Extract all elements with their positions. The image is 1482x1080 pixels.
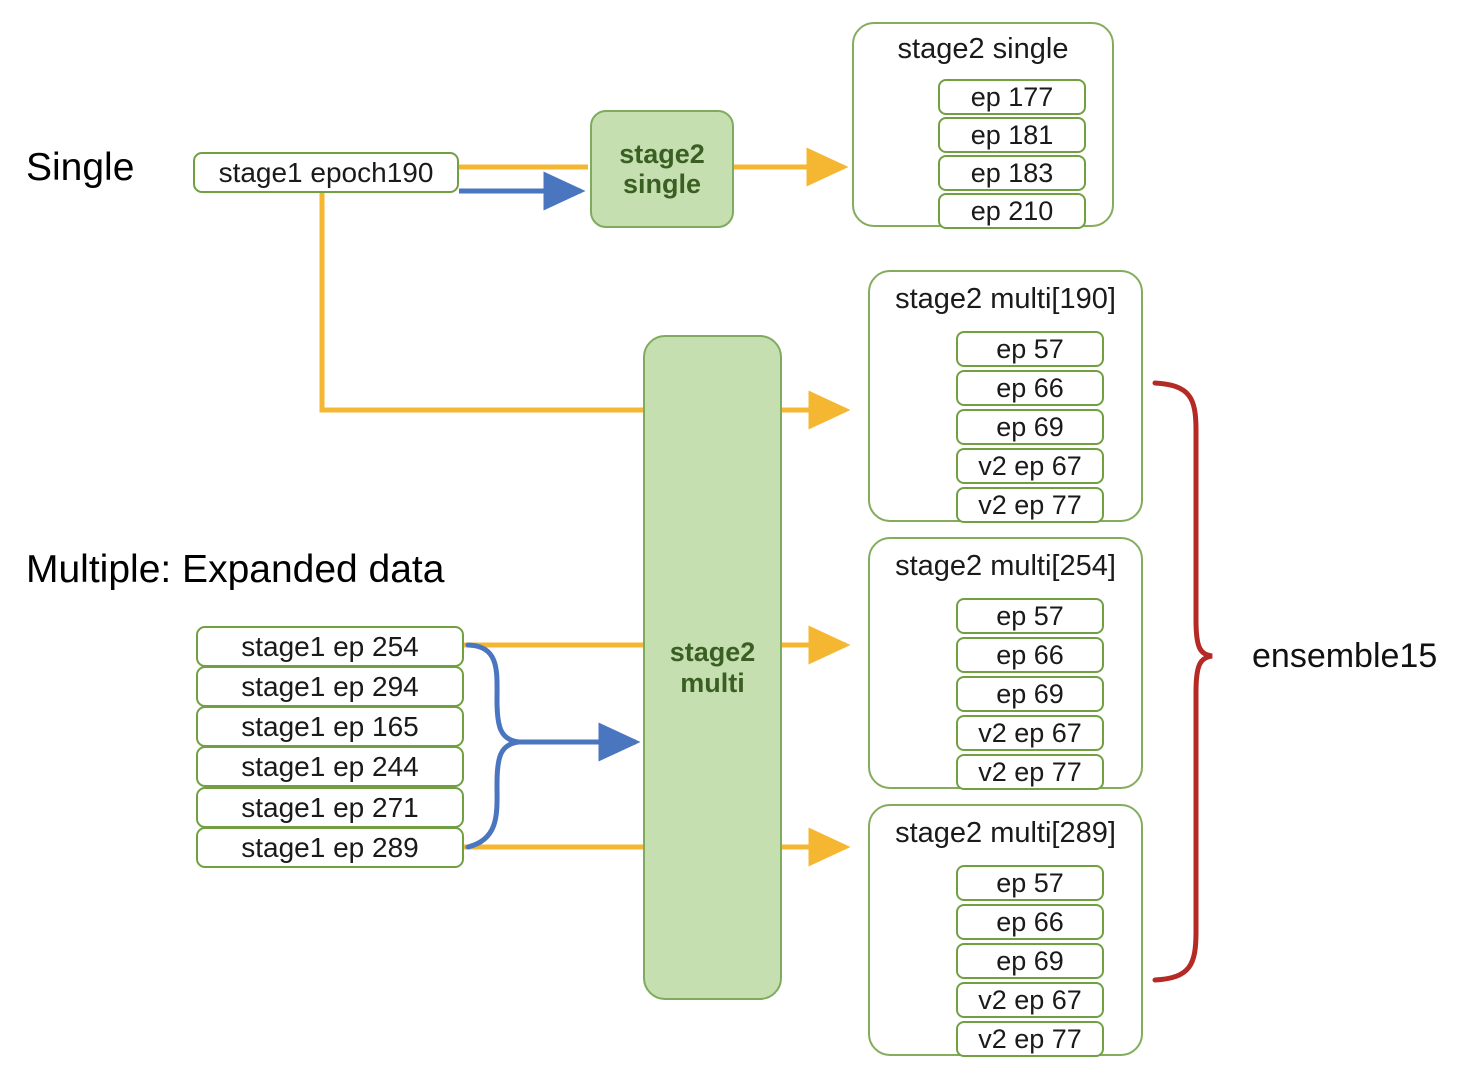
process-stage2-single[interactable]: stage2 single <box>590 110 734 228</box>
chip-multi190-ep-69[interactable]: ep 69 <box>956 409 1104 445</box>
node-stage1-ep-244[interactable]: stage1 ep 244 <box>196 746 464 787</box>
group-title-stage2-multi-254: stage2 multi[254] <box>895 550 1116 582</box>
chip-multi190-v2-ep-77[interactable]: v2 ep 77 <box>956 487 1104 523</box>
chip-multi190-ep-66[interactable]: ep 66 <box>956 370 1104 406</box>
chip-ep-210[interactable]: ep 210 <box>938 193 1086 229</box>
node-stage1-ep-254[interactable]: stage1 ep 254 <box>196 626 464 667</box>
process-stage2-single-line1: stage2 <box>619 138 705 169</box>
group-title-stage2-multi-190: stage2 multi[190] <box>895 283 1116 315</box>
ensemble-bracket <box>1152 380 1213 983</box>
section-label-multiple: Multiple: Expanded data <box>26 548 445 591</box>
node-stage1-epoch190[interactable]: stage1 epoch190 <box>193 152 459 193</box>
chip-multi190-ep-57[interactable]: ep 57 <box>956 331 1104 367</box>
chip-multi254-ep-69[interactable]: ep 69 <box>956 676 1104 712</box>
chip-ep-183[interactable]: ep 183 <box>938 155 1086 191</box>
chip-multi190-v2-ep-67[interactable]: v2 ep 67 <box>956 448 1104 484</box>
wire-stage1-brace-blue <box>465 642 520 850</box>
process-stage2-multi-line2: multi <box>680 667 745 698</box>
chip-multi289-ep-66[interactable]: ep 66 <box>956 904 1104 940</box>
node-stage1-ep-294[interactable]: stage1 ep 294 <box>196 666 464 707</box>
node-stage1-ep-271[interactable]: stage1 ep 271 <box>196 787 464 828</box>
chip-multi289-ep-57[interactable]: ep 57 <box>956 865 1104 901</box>
group-title-stage2-multi-289: stage2 multi[289] <box>895 817 1116 849</box>
group-title-stage2-single: stage2 single <box>897 33 1069 65</box>
chip-multi289-v2-ep-77[interactable]: v2 ep 77 <box>956 1021 1104 1057</box>
process-stage2-single-line2: single <box>622 169 702 199</box>
chip-multi254-v2-ep-67[interactable]: v2 ep 67 <box>956 715 1104 751</box>
node-stage1-ep-289[interactable]: stage1 ep 289 <box>196 827 464 868</box>
chip-ep-181[interactable]: ep 181 <box>938 117 1086 153</box>
chip-multi254-v2-ep-77[interactable]: v2 ep 77 <box>956 754 1104 790</box>
chip-multi289-v2-ep-67[interactable]: v2 ep 67 <box>956 982 1104 1018</box>
section-label-single: Single <box>26 146 135 189</box>
chip-multi254-ep-57[interactable]: ep 57 <box>956 598 1104 634</box>
node-stage1-ep-165[interactable]: stage1 ep 165 <box>196 706 464 747</box>
wire-epoch190-to-stage2multi <box>319 193 643 413</box>
chip-multi254-ep-66[interactable]: ep 66 <box>956 637 1104 673</box>
process-stage2-multi[interactable]: stage2 multi <box>643 335 782 1000</box>
ensemble-label: ensemble15 <box>1252 637 1438 675</box>
process-stage2-multi-line1: stage2 <box>669 637 756 668</box>
chip-multi289-ep-69[interactable]: ep 69 <box>956 943 1104 979</box>
chip-ep-177[interactable]: ep 177 <box>938 79 1086 115</box>
